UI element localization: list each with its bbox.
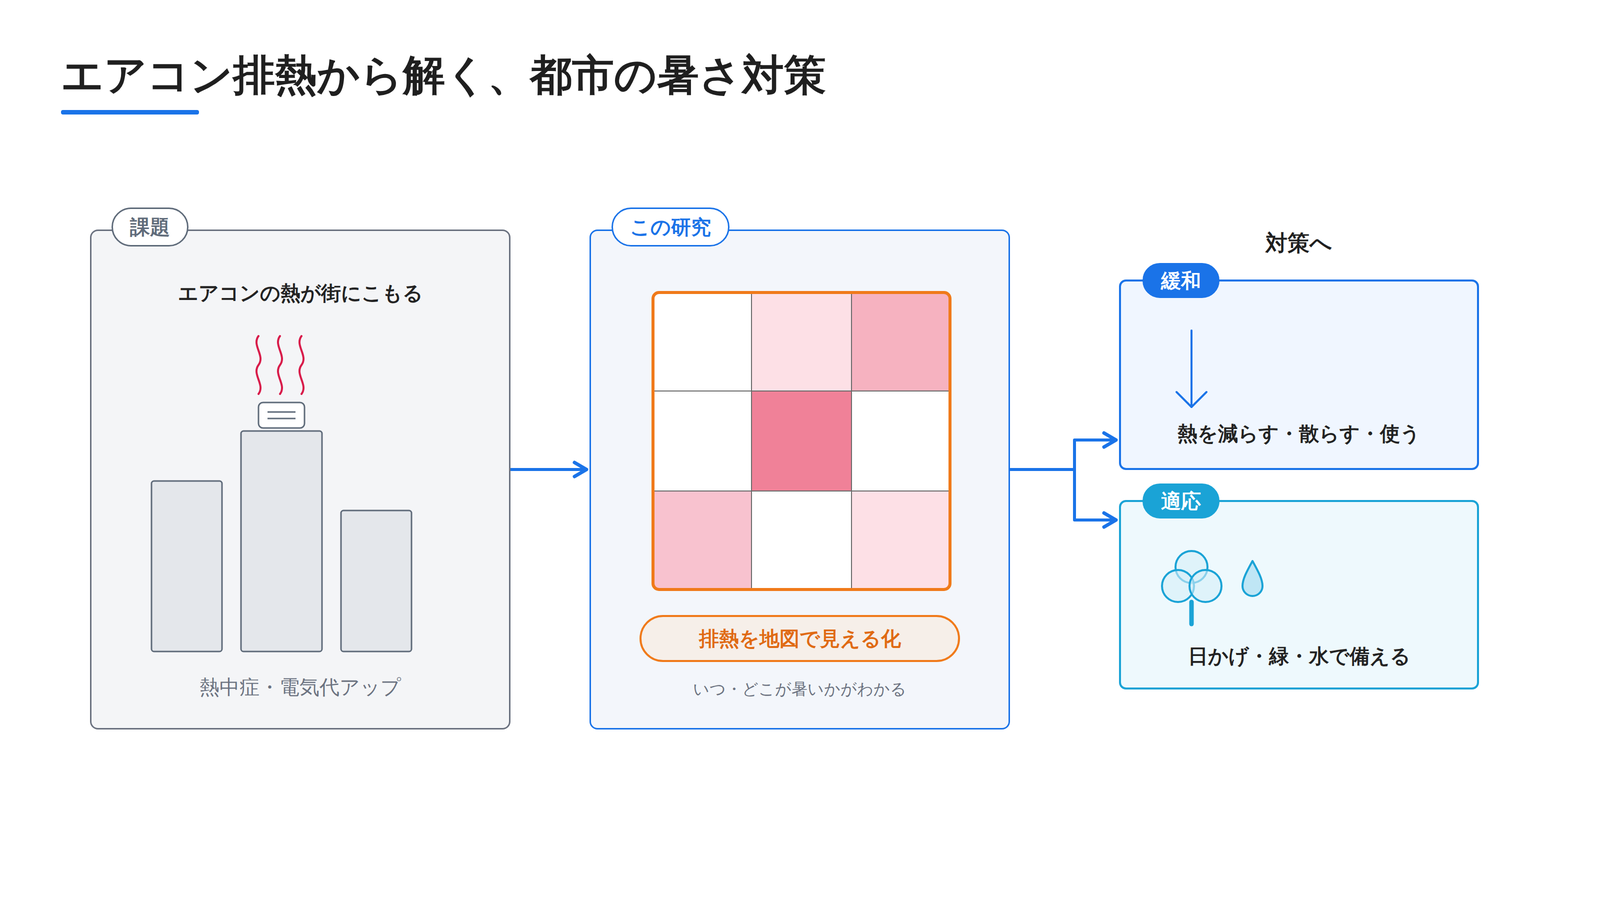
box-text: 熱を減らす・散らす・使う bbox=[1177, 419, 1421, 448]
problem-panel: 課題エアコンの熱が街にこもる熱中症・電気代アップ bbox=[90, 229, 511, 730]
tree-leaf bbox=[1189, 570, 1222, 602]
pill-text: 排熱を地図で見える化 bbox=[699, 624, 901, 653]
grid-cell bbox=[751, 292, 852, 391]
title-underline bbox=[61, 110, 199, 115]
grid-cell bbox=[653, 491, 752, 590]
section-tag: 課題 bbox=[111, 207, 189, 247]
grid-cell bbox=[851, 491, 950, 590]
flow-arrow bbox=[510, 468, 587, 471]
panel-heading: エアコンの熱が街にこもる bbox=[178, 279, 423, 307]
category-tag: 適応 bbox=[1142, 483, 1220, 519]
grid-cell bbox=[653, 391, 752, 491]
building bbox=[341, 510, 412, 652]
box-text: 日かげ・緑・水で備える bbox=[1188, 642, 1411, 670]
tree-trunk bbox=[1189, 602, 1194, 624]
grid-cell bbox=[751, 491, 852, 590]
grid-cell bbox=[851, 292, 950, 391]
grid-cell bbox=[751, 391, 852, 491]
building bbox=[241, 431, 322, 652]
grid-cell bbox=[851, 391, 950, 491]
result-pill: 排熱を地図で見える化 bbox=[639, 615, 960, 662]
page-title: エアコン排熱から解く、都市の暑さ対策 bbox=[61, 50, 826, 101]
panel-note: いつ・どこが暑いかがわかる bbox=[693, 678, 907, 701]
heat-grid-map bbox=[651, 291, 952, 591]
ac-unit bbox=[258, 402, 305, 428]
grid-lines bbox=[651, 291, 952, 591]
adaptation-box: 適応日かげ・緑・水で備える bbox=[1119, 500, 1479, 690]
column-heading: 対策へ bbox=[1265, 227, 1332, 259]
building bbox=[151, 481, 222, 652]
research-panel: この研究いつ・どこが暑いかがわかる排熱を地図で見える化 bbox=[589, 229, 1010, 730]
ac-vent bbox=[267, 411, 296, 413]
category-tag: 緩和 bbox=[1142, 263, 1220, 298]
grid-cells bbox=[653, 292, 950, 590]
city-illustration bbox=[91, 231, 512, 731]
ac-vent bbox=[267, 418, 296, 420]
section-tag: この研究 bbox=[611, 207, 730, 247]
flow-arrow bbox=[1010, 440, 1116, 470]
grid-cell bbox=[653, 292, 752, 391]
heat-wave bbox=[299, 336, 304, 394]
heat-wave bbox=[256, 336, 261, 394]
flow-arrow bbox=[1010, 469, 1116, 520]
water-drop bbox=[1242, 561, 1263, 596]
grid-border bbox=[653, 292, 950, 590]
mitigation-box: 緩和熱を減らす・散らす・使う bbox=[1119, 279, 1479, 470]
heat-wave bbox=[278, 336, 282, 394]
panel-note: 熱中症・電気代アップ bbox=[199, 673, 401, 701]
